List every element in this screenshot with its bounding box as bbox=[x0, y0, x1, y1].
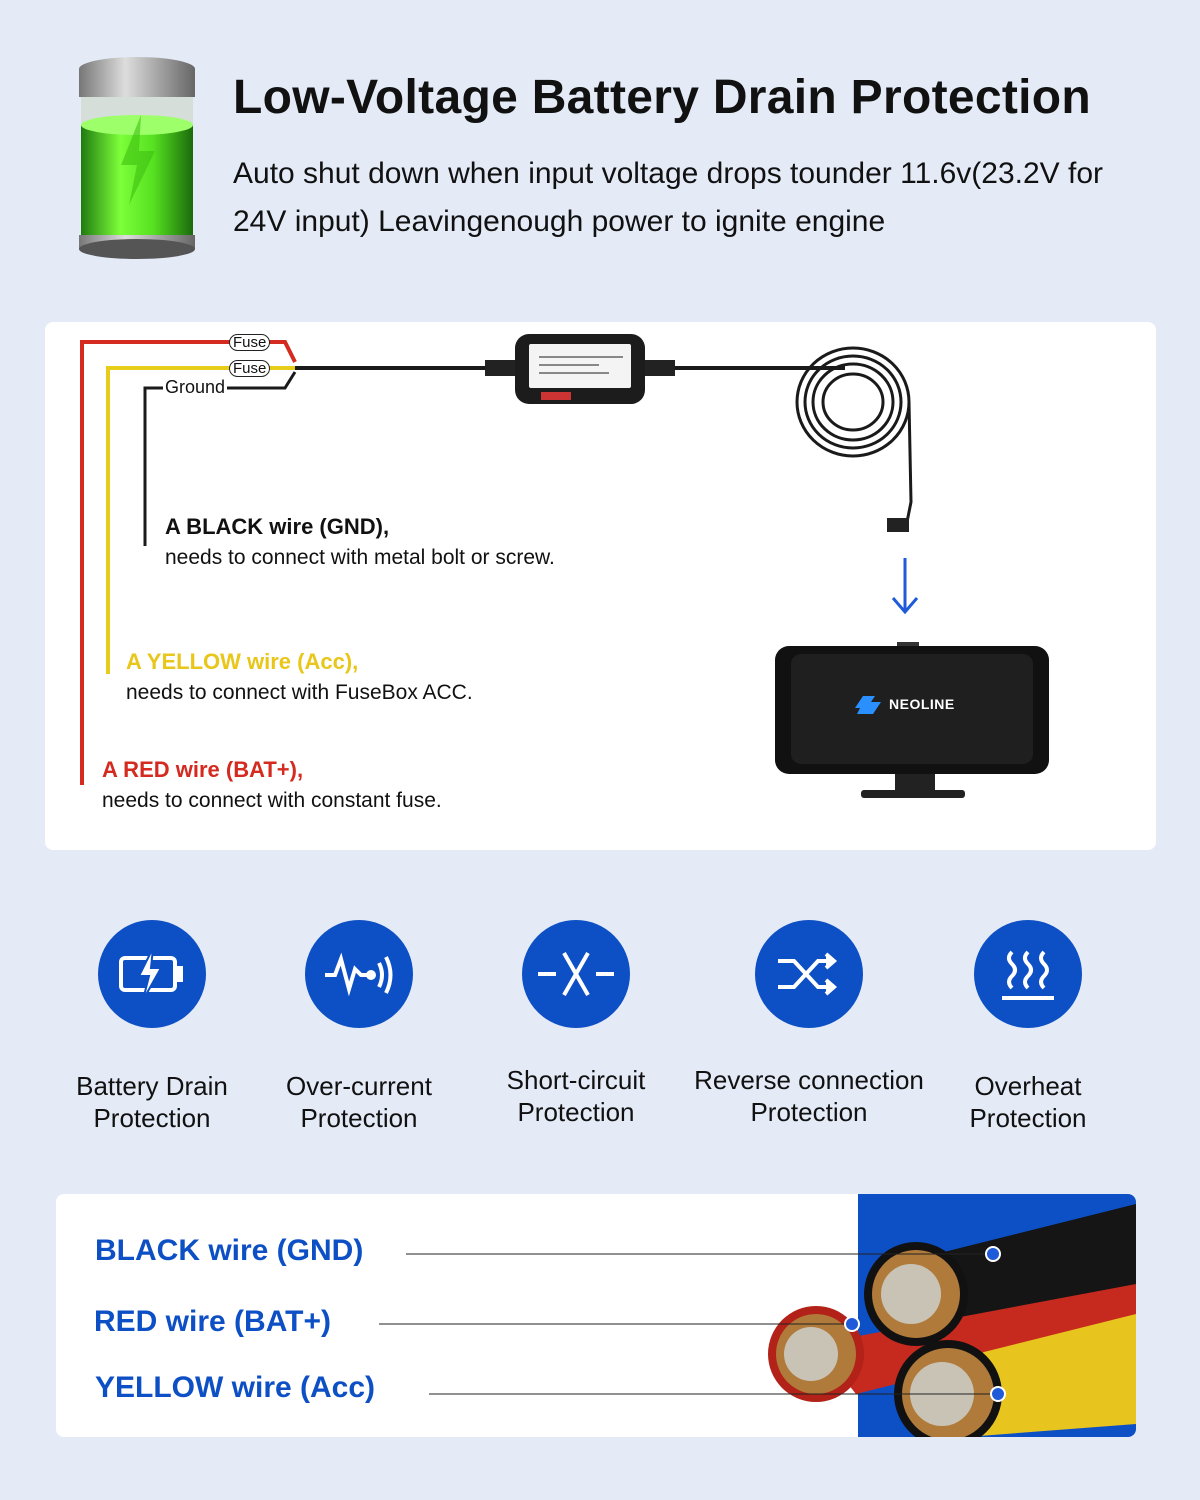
coiled-cable bbox=[795, 346, 913, 523]
short-circuit-icon bbox=[522, 920, 630, 1028]
feature-reverse-connection: Reverse connection Protection bbox=[694, 920, 924, 1128]
feature-label-line2: Protection bbox=[93, 1103, 211, 1133]
page-subtitle: Auto shut down when input voltage drops … bbox=[233, 157, 1104, 238]
red-wire-note: A RED wire (BAT+), needs to connect with… bbox=[102, 757, 442, 813]
yellow-wire-label: YELLOW wire (Acc) bbox=[95, 1371, 376, 1404]
hardwire-converter-box bbox=[485, 334, 675, 404]
yellow-wire-note: A YELLOW wire (Acc), needs to connect wi… bbox=[126, 649, 473, 705]
fuse-label: Fuse bbox=[229, 334, 271, 351]
shuffle-arrows-icon bbox=[755, 920, 863, 1028]
feature-overheat: Overheat Protection bbox=[913, 920, 1143, 1134]
cable-cross-section bbox=[379, 1204, 1136, 1437]
red-wire-label: RED wire (BAT+) bbox=[94, 1305, 331, 1338]
feature-over-current: Over-current Protection bbox=[244, 920, 474, 1134]
feature-label-line1: Over-current bbox=[286, 1071, 432, 1101]
wiring-diagram-panel: Fuse Fuse Ground NEOLINE A BLACK wire (G… bbox=[45, 322, 1156, 850]
wiring-diagram bbox=[80, 334, 1049, 798]
down-arrow-icon bbox=[891, 558, 919, 615]
yellow-wire bbox=[106, 366, 295, 674]
fuse-label: Fuse bbox=[229, 360, 271, 377]
feature-label-line2: Protection bbox=[517, 1097, 635, 1127]
feature-label-line1: Reverse connection bbox=[694, 1065, 924, 1095]
battery-icon bbox=[79, 57, 195, 259]
feature-label-line2: Protection bbox=[750, 1097, 868, 1127]
black-wire-desc: needs to connect with metal bolt or scre… bbox=[165, 546, 555, 569]
feature-label-line1: Short-circuit bbox=[506, 1065, 646, 1095]
yellow-wire-title: A YELLOW wire (Acc), bbox=[126, 649, 359, 674]
usb-connector bbox=[887, 518, 909, 532]
red-wire-desc: needs to connect with constant fuse. bbox=[102, 789, 442, 812]
black-wire-note: A BLACK wire (GND), needs to connect wit… bbox=[165, 514, 555, 570]
page-title: Low-Voltage Battery Drain Protection bbox=[233, 71, 1092, 124]
battery-bolt-icon bbox=[98, 920, 206, 1028]
brand-logo: NEOLINE bbox=[889, 696, 955, 712]
black-wire-title: A BLACK wire (GND), bbox=[165, 514, 390, 539]
red-wire-title: A RED wire (BAT+), bbox=[102, 757, 304, 782]
yellow-wire-desc: needs to connect with FuseBox ACC. bbox=[126, 681, 473, 704]
feature-battery-drain: Battery Drain Protection bbox=[37, 920, 267, 1134]
red-wire bbox=[80, 340, 297, 785]
current-wave-icon bbox=[305, 920, 413, 1028]
feature-short-circuit: Short-circuit Protection bbox=[461, 920, 691, 1128]
cable-cross-section-panel: BLACK wire (GND) RED wire (BAT+) YELLOW … bbox=[56, 1194, 1136, 1437]
red-cable bbox=[816, 1284, 1136, 1394]
feature-label-line1: Battery Drain bbox=[76, 1071, 228, 1101]
dash-cam-device bbox=[775, 642, 1049, 798]
feature-label-line2: Protection bbox=[969, 1103, 1087, 1133]
ground-label: Ground bbox=[163, 377, 228, 398]
feature-label-line1: Overheat bbox=[974, 1071, 1082, 1101]
heat-waves-icon bbox=[974, 920, 1082, 1028]
black-wire-label: BLACK wire (GND) bbox=[95, 1234, 364, 1267]
feature-label-line2: Protection bbox=[300, 1103, 418, 1133]
